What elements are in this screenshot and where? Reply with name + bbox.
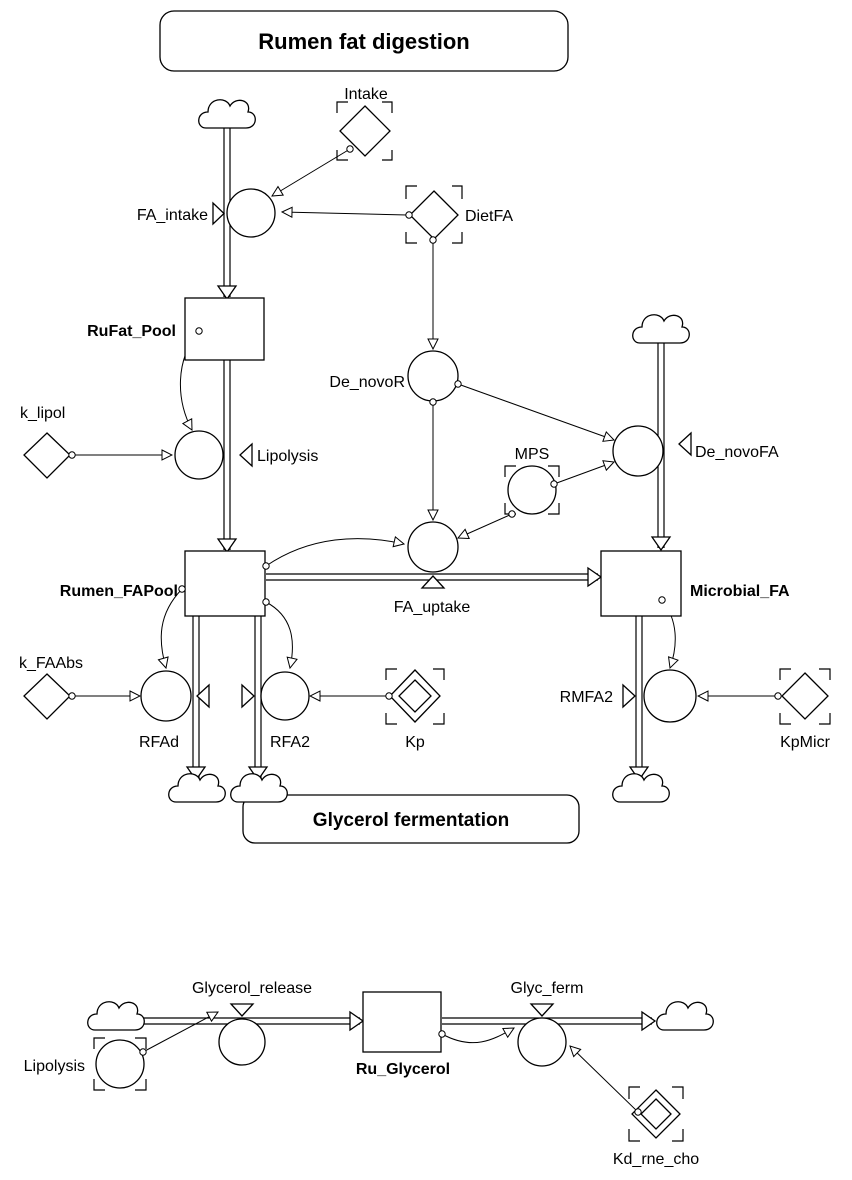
valve-rfad [196,683,210,709]
label-kd-rne-cho: Kd_rne_cho [613,1151,699,1168]
label-lipolysis-ghost: Lipolysis [24,1058,85,1075]
stock-microbial-fa[interactable] [600,550,682,617]
cloud-source-glycerol-release [87,1001,145,1031]
label-rfad: RFAd [139,734,179,751]
valve-fa-intake [212,201,225,226]
title-box-rumen-fat-digestion: Rumen fat digestion [159,10,569,72]
converter-fa-intake[interactable] [226,188,276,238]
label-lipolysis: Lipolysis [257,448,318,465]
label-rmfa2: RMFA2 [560,689,613,706]
converter-rfa2[interactable] [260,671,310,721]
valve-fa-uptake [420,575,446,589]
valve-glyc-ferm [529,1003,555,1017]
label-de-novor: De_novoR [329,374,405,391]
label-rufat-pool: RuFat_Pool [87,323,176,340]
title-glycerol-fermentation: Glycerol fermentation [313,810,509,831]
cloud-source-fa-intake [198,99,256,129]
valve-markers [196,201,692,1017]
ghost-brackets [93,101,831,1142]
constant-kpmicr[interactable] [781,672,829,720]
label-fa-uptake: FA_uptake [394,599,471,616]
label-glyc-ferm: Glyc_ferm [511,980,584,997]
converter-fa-uptake[interactable] [407,521,459,573]
valve-lipolysis [239,442,253,468]
constant-k-lipol[interactable] [23,432,71,479]
cloud-source-de-novofa [632,314,690,344]
cloud-sink-rfad [168,773,226,803]
connector-dots [68,145,782,1116]
converter-glyc-ferm[interactable] [517,1017,567,1067]
label-dietfa: DietFA [465,208,513,225]
label-kp: Kp [405,734,425,751]
cloud-sink-glyc-ferm [656,1001,714,1031]
label-k-faabs: k_FAAbs [19,655,83,672]
flow-pipes [124,128,672,1032]
label-de-novofa: De_novoFA [695,444,779,461]
valve-de-novofa [678,431,692,457]
label-rfa2: RFA2 [270,734,310,751]
label-intake: Intake [344,86,388,103]
stock-rumen-fapool[interactable] [184,550,266,617]
label-rumen-fapool: Rumen_FAPool [60,583,178,600]
converter-mps[interactable] [507,465,557,515]
label-k-lipol: k_lipol [20,405,65,422]
label-fa-intake: FA_intake [137,207,208,224]
valve-rmfa2 [622,683,636,709]
converter-lipolysis[interactable] [174,430,224,480]
converter-de-novor[interactable] [407,350,459,402]
converter-rfad[interactable] [140,670,192,722]
constant-k-faabs[interactable] [23,673,71,720]
cloud-sink-rmfa2 [612,773,670,803]
valve-glycerol-release [229,1003,255,1017]
connector-links [72,148,778,1113]
valve-rfa2 [241,683,255,709]
label-microbial-fa: Microbial_FA [690,583,790,600]
label-ru-glycerol: Ru_Glycerol [356,1061,450,1078]
label-kpmicr: KpMicr [780,734,830,751]
constant-dietfa[interactable] [409,190,459,240]
converter-glycerol-release[interactable] [218,1018,266,1066]
constant-kp-inner [398,679,432,713]
constant-kd-rne-cho-inner [640,1098,672,1130]
label-mps: MPS [515,446,550,463]
label-glycerol-release: Glycerol_release [192,980,312,997]
converter-lipolysis-ghost[interactable] [95,1039,145,1089]
title-rumen-fat-digestion: Rumen fat digestion [258,29,469,54]
title-box-glycerol-fermentation: Glycerol fermentation [242,794,580,844]
cloud-sink-rfa2 [230,773,288,803]
converter-rmfa2[interactable] [643,669,697,723]
stock-rufat-pool[interactable] [184,297,265,361]
converter-de-novofa[interactable] [612,425,664,477]
constant-intake[interactable] [339,105,391,157]
stock-ru-glycerol[interactable] [362,991,442,1053]
